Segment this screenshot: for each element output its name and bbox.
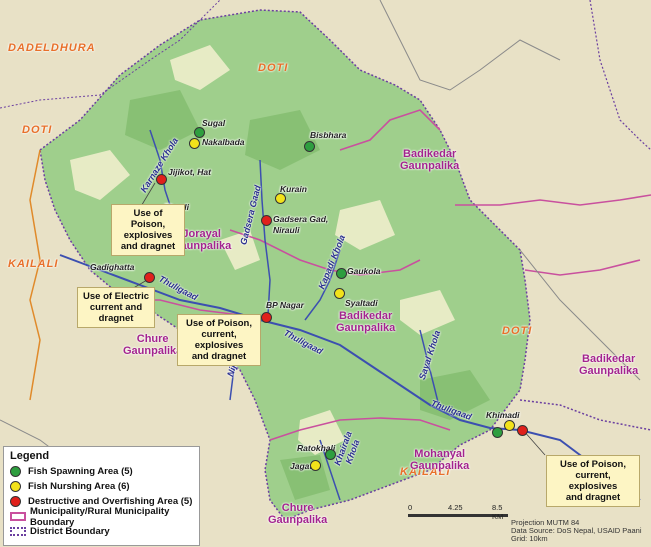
- legend-item-municipality: Municipality/Rural Municipality Boundary: [10, 506, 199, 528]
- place-label-bpnagar: BP Nagar: [266, 300, 304, 310]
- projection-line: Projection MUTM 84: [511, 518, 580, 527]
- callout-line: dragnet: [98, 313, 134, 324]
- threat-callout: Use of Electric current and dragnet: [77, 287, 155, 328]
- legend-item-district: District Boundary: [10, 524, 199, 539]
- gaunpalika-name: Jorayal: [182, 228, 221, 240]
- destructive-fishing-marker[interactable]: [261, 312, 272, 323]
- place-name: Gadsera Gad,: [273, 214, 329, 224]
- municipality-boundary-icon: [10, 512, 26, 521]
- gaunpalika-name: Chure: [281, 502, 314, 514]
- fish-spawning-marker[interactable]: [194, 127, 205, 138]
- legend-label: Destructive and Overfishing Area (5): [28, 496, 193, 507]
- place-label-ratokhali: Ratokhali: [297, 443, 336, 453]
- gaunpalika-suffix: Gaunpalika: [336, 322, 396, 334]
- district-label-doti: DOTI: [258, 62, 289, 74]
- legend-item-spawning: Fish Spawning Area (5): [10, 464, 199, 479]
- callout-line: explosives: [123, 230, 173, 241]
- red-dot-icon: [10, 496, 21, 507]
- callout-line: and dragnet: [191, 351, 247, 362]
- destructive-fishing-marker[interactable]: [144, 272, 155, 283]
- gaunpalika-label-jorayal: Jorayal Gaunpalika: [172, 228, 231, 252]
- gaunpalika-label-mohanyal: Mohanyal Gaunpalika: [410, 448, 469, 472]
- callout-line: Use of Poison,: [560, 459, 626, 470]
- place-label-nakalbada: Nakalbada: [202, 137, 245, 147]
- callout-line: current, explosives: [568, 470, 618, 492]
- fish-spawning-marker[interactable]: [325, 449, 336, 460]
- gaunpalika-suffix: Gaunpalika: [268, 514, 328, 526]
- fish-nursing-marker[interactable]: [189, 138, 200, 149]
- legend-item-destructive: Destructive and Overfishing Area (5): [10, 494, 199, 509]
- fish-nursing-marker[interactable]: [275, 193, 286, 204]
- place-name-suffix: Nirauli: [273, 225, 300, 235]
- gaunpalika-name: Badikedar: [339, 310, 393, 322]
- fish-spawning-marker[interactable]: [492, 427, 503, 438]
- destructive-fishing-marker[interactable]: [261, 215, 272, 226]
- gaunpalika-suffix: Gaunpalika: [123, 345, 183, 357]
- gaunpalika-label-badikedar: Badikedar Gaunpalika: [400, 148, 459, 172]
- destructive-fishing-marker[interactable]: [517, 425, 528, 436]
- district-label-kailali: KAILALI: [8, 258, 59, 270]
- callout-line: Use of Poison,: [130, 208, 166, 230]
- map-legend: Legend Fish Spawning Area (5) Fish Nursh…: [3, 446, 200, 546]
- fish-spawning-marker[interactable]: [336, 268, 347, 279]
- place-label-gaukola: Gaukola: [347, 266, 381, 276]
- place-label-syaltadi: Syaltadi: [345, 298, 378, 308]
- place-label-bisbhara: Bisbhara: [310, 130, 347, 140]
- projection-info: Projection MUTM 84 Data Source: DoS Nepa…: [511, 519, 641, 543]
- callout-line: current, explosives: [194, 329, 244, 351]
- gaunpalika-label-chure: Chure Gaunpalika: [268, 502, 327, 526]
- callout-line: Use of Electric: [83, 291, 149, 302]
- legend-label: Fish Nurshing Area (6): [28, 481, 130, 492]
- gaunpalika-suffix: Gaunpalika: [400, 160, 460, 172]
- yellow-dot-icon: [10, 481, 21, 492]
- district-label-doti: DOTI: [502, 325, 533, 337]
- district-boundary-icon: [10, 527, 26, 536]
- place-label-jijikot: Jijikot, Hat: [168, 167, 211, 177]
- threat-callout: Use of Poison, explosives and dragnet: [111, 204, 185, 256]
- place-label-kurain: Kurain: [280, 184, 307, 194]
- fish-nursing-marker[interactable]: [504, 420, 515, 431]
- gaunpalika-suffix: Gaunpalika: [579, 365, 639, 377]
- place-label-sugal: Sugal: [202, 118, 226, 128]
- callout-line: current and: [89, 302, 143, 313]
- gaunpalika-label-badikedar: Badikedar Gaunpalika: [336, 310, 395, 334]
- place-label-gadsera: Gadsera Gad, Nirauli: [273, 214, 328, 236]
- destructive-fishing-marker[interactable]: [156, 174, 167, 185]
- gaunpalika-suffix: Gaunpalika: [172, 240, 232, 252]
- scale-bar: 0 4.25 8.5 KM: [408, 503, 508, 522]
- district-label-dadeldhura: DADELDHURA: [8, 42, 96, 54]
- legend-title: Legend: [10, 450, 50, 462]
- place-label-jagati: Jagati: [290, 461, 315, 471]
- fish-nursing-marker[interactable]: [334, 288, 345, 299]
- gaunpalika-name: Chure: [136, 333, 169, 345]
- gaunpalika-label-badikedar: Badikedar Gaunpalika: [579, 353, 638, 377]
- gaunpalika-label-chure: Chure Gaunpalika: [123, 333, 182, 357]
- scale-tick-label: 8.5 KM: [492, 503, 504, 521]
- fish-spawning-marker[interactable]: [304, 141, 315, 152]
- callout-line: Use of Poison,: [186, 318, 252, 329]
- legend-item-nursing: Fish Nurshing Area (6): [10, 479, 199, 494]
- fish-nursing-marker[interactable]: [310, 460, 321, 471]
- gaunpalika-name: Badikedar: [403, 148, 457, 160]
- callout-line: and dragnet: [565, 492, 621, 503]
- gaunpalika-name: Mohanyal: [414, 448, 466, 460]
- gaunpalika-suffix: Gaunpalika: [410, 460, 470, 472]
- legend-label: District Boundary: [30, 526, 110, 537]
- callout-line: and dragnet: [120, 241, 176, 252]
- place-label-gadighatta: Gadighatta: [90, 262, 135, 272]
- place-label-khimadi: Khimadi: [486, 410, 520, 420]
- legend-label: Fish Spawning Area (5): [28, 466, 133, 477]
- legend-label: Municipality/Rural Municipality Boundary: [30, 505, 170, 528]
- threat-callout: Use of Poison, current, explosives and d…: [177, 314, 261, 366]
- district-label-kailali: KAILALI: [400, 466, 451, 478]
- scale-tick-label: 0: [408, 503, 413, 512]
- green-dot-icon: [10, 466, 21, 477]
- gaunpalika-name: Badikedar: [582, 353, 636, 365]
- scale-tick-label: 4.25: [448, 503, 463, 512]
- data-source-line: Data Source: DoS Nepal, USAID Paani: [511, 526, 642, 535]
- district-label-doti: DOTI: [22, 124, 53, 136]
- scale-bar-line: [408, 514, 508, 517]
- threat-callout: Use of Poison, current, explosives and d…: [546, 455, 640, 507]
- grid-line: Grid: 10km: [511, 534, 548, 543]
